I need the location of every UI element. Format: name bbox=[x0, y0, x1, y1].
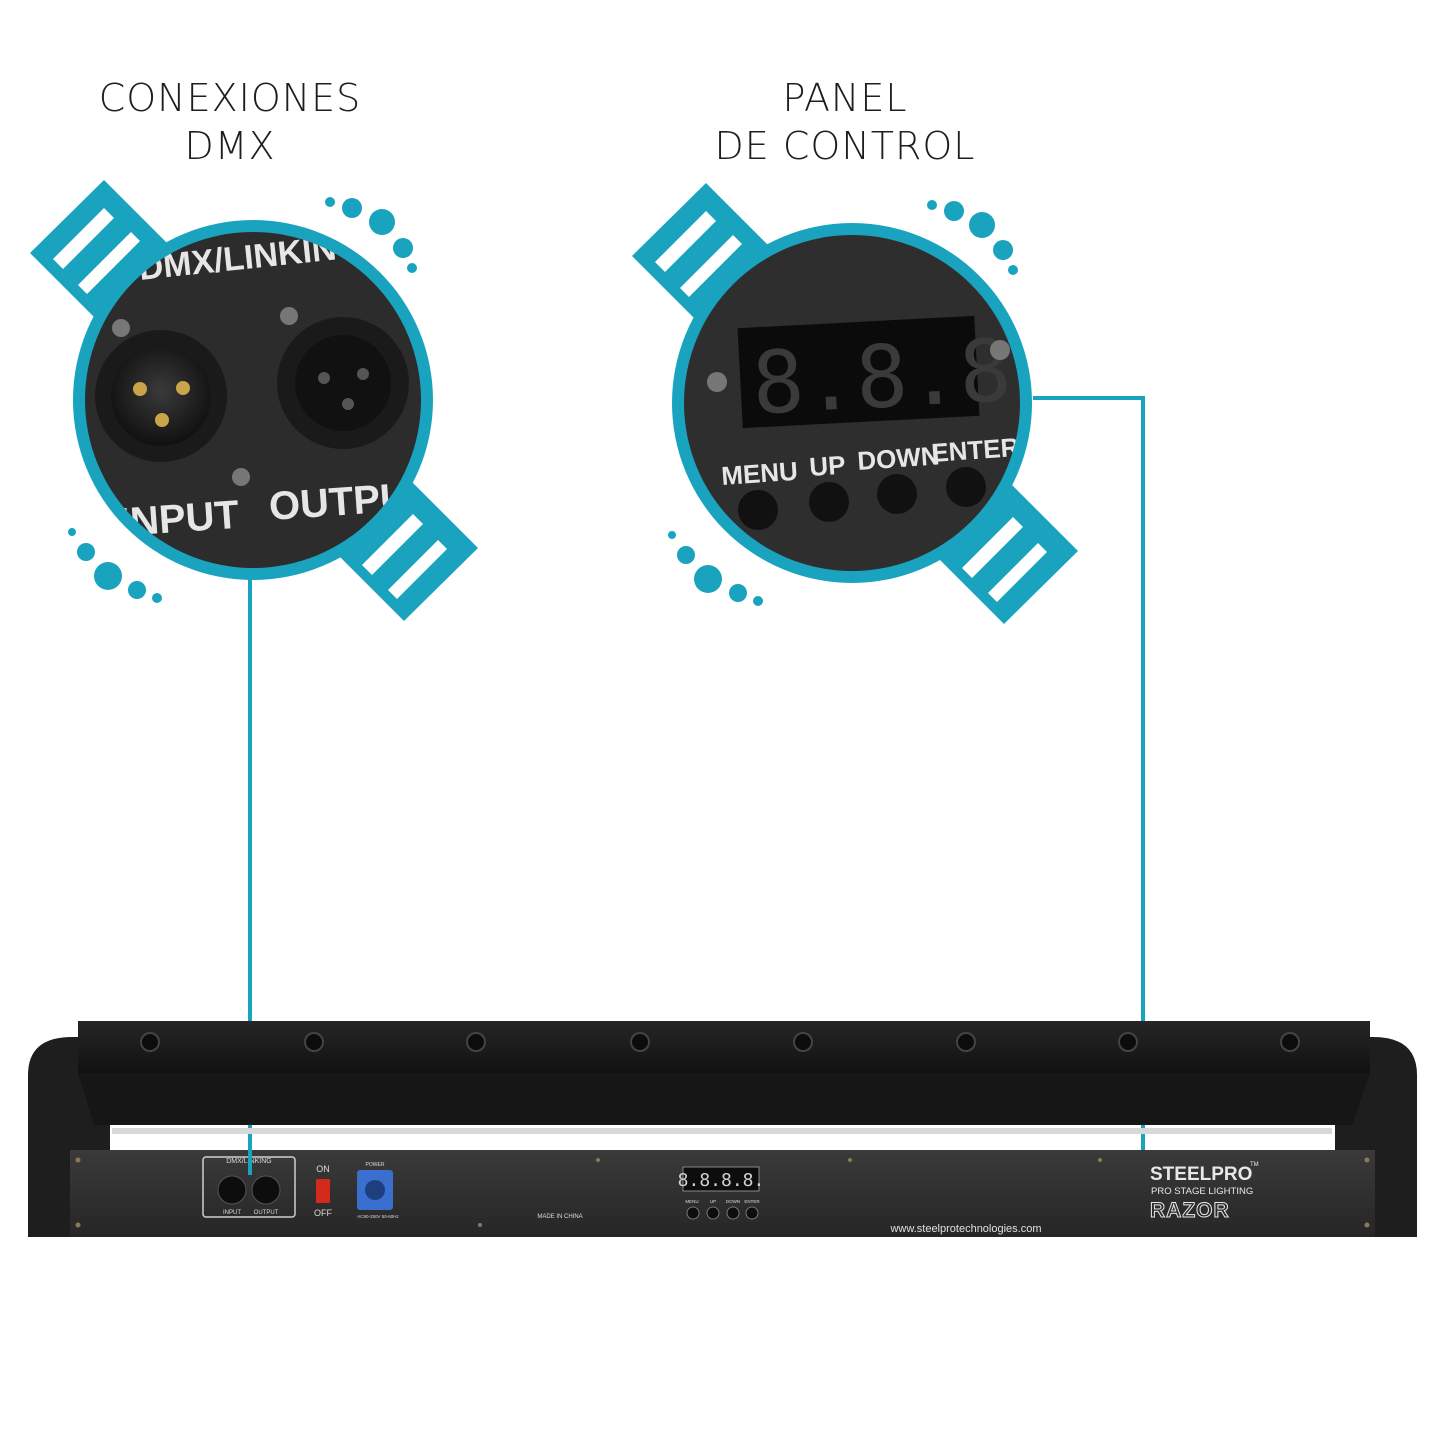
made-in-label: MADE IN CHINA bbox=[537, 1214, 582, 1220]
down-button bbox=[726, 1206, 740, 1220]
down-label: DOWN bbox=[726, 1199, 740, 1204]
dmx-output-label: OUTPUT bbox=[254, 1210, 279, 1216]
rear-panel bbox=[70, 1150, 1375, 1237]
control-dots bbox=[668, 200, 1018, 606]
brand-logo: STEELPRO bbox=[1150, 1164, 1252, 1185]
light-strip bbox=[112, 1128, 1332, 1134]
zoom-enter-label: ENTER bbox=[930, 432, 1020, 468]
control-stripe-top bbox=[632, 183, 772, 322]
dmx-heading-line2: DMX bbox=[184, 124, 276, 168]
control-zoom-photo: 8.8.8.8. MENU UP DOWN ENTER bbox=[684, 235, 1169, 571]
dmx-callout: DMX/LINKING INPUT OUTPUT bbox=[30, 180, 478, 1170]
off-label: OFF bbox=[314, 1208, 332, 1218]
dmx-input-label: INPUT bbox=[223, 1210, 241, 1216]
power-label: POWER bbox=[366, 1162, 385, 1168]
zoom-enter-button bbox=[946, 467, 986, 507]
power-spec: AC90-250V 50-60Hz bbox=[357, 1214, 399, 1219]
dmx-input-jack bbox=[217, 1175, 247, 1205]
dmx-stripe-bottom bbox=[338, 482, 478, 621]
tagline: PRO STAGE LIGHTING bbox=[1151, 1186, 1253, 1197]
dmx-dots bbox=[68, 197, 417, 603]
beam-head-top bbox=[78, 1021, 1370, 1073]
up-button bbox=[706, 1206, 720, 1220]
control-callout: 8.8.8.8. MENU UP DOWN ENTER bbox=[632, 183, 1169, 1192]
zoom-up-label: UP bbox=[808, 450, 846, 482]
control-heading-line2: DE CONTROL bbox=[714, 124, 976, 168]
control-stripe-bottom bbox=[938, 485, 1078, 624]
display-panel bbox=[682, 1166, 760, 1192]
website-url: www.steelprotechnologies.com bbox=[889, 1223, 1041, 1235]
on-label: ON bbox=[316, 1164, 330, 1174]
panel-screws bbox=[75, 1157, 1370, 1228]
trademark: TM bbox=[1250, 1162, 1259, 1168]
zoom-down-label: DOWN bbox=[856, 440, 940, 476]
beam-head-front bbox=[78, 1073, 1370, 1125]
zoom-up-button bbox=[809, 482, 849, 522]
beam-lenses bbox=[140, 1032, 1300, 1052]
enter-button bbox=[745, 1206, 759, 1220]
enter-label: ENTER bbox=[744, 1199, 760, 1204]
dmx-zoom-input-label: INPUT bbox=[118, 493, 241, 545]
zoom-menu-label: MENU bbox=[720, 456, 798, 491]
display-digits: 8.8.8.8. bbox=[678, 1170, 765, 1191]
dmx-stripe-top bbox=[30, 180, 170, 319]
model-name: RAZOR bbox=[1150, 1199, 1230, 1222]
control-heading-line1: PANEL bbox=[782, 76, 908, 120]
menu-button bbox=[686, 1206, 700, 1220]
dmx-heading: CONEXIONES DMX bbox=[60, 74, 400, 170]
light-bar: DMX/LINKING INPUT OUTPUT ON OFF POWER AC… bbox=[28, 1021, 1417, 1237]
zoom-menu-button bbox=[738, 490, 778, 530]
zoom-down-button bbox=[877, 474, 917, 514]
menu-label: MENU bbox=[685, 1199, 698, 1204]
power-switch bbox=[316, 1179, 330, 1203]
dmx-heading-line1: CONEXIONES bbox=[98, 76, 362, 120]
control-heading: PANEL DE CONTROL bbox=[670, 74, 1020, 170]
zoom-display bbox=[737, 315, 980, 429]
up-label: UP bbox=[710, 1199, 716, 1204]
zoom-display-digits: 8.8.8.8. bbox=[750, 313, 1169, 435]
dmx-output-jack bbox=[251, 1175, 281, 1205]
